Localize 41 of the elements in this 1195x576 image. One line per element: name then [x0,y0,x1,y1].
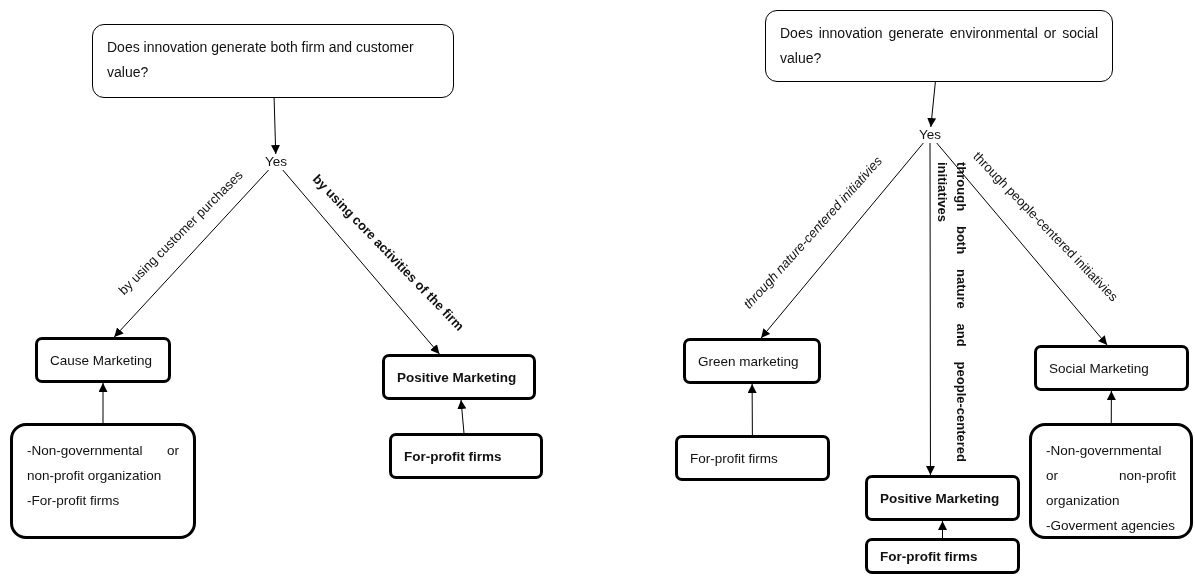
node-text: Positive Marketing [397,369,517,385]
node-text: -For-profit firms [27,492,121,510]
arrow [113,169,270,338]
answer-label: Yes [918,127,942,143]
category-box [35,337,171,383]
node-text: For-profit firms [690,450,778,466]
category-box [683,338,821,384]
node-text: Positive Marketing [880,490,1000,506]
node-text: Does innovation generate both firm and customer value? [107,39,414,80]
actor-box [10,423,196,539]
actor-box [1029,423,1193,539]
arrow [925,142,935,476]
edge-label: through both nature and people-centered initiatives [934,162,970,462]
category-box [382,354,536,400]
node-text: -Non-governmental or non-profit organization [27,442,179,485]
question-box [92,24,454,98]
arrow [282,169,440,355]
arrow [760,142,924,339]
category-box [1034,345,1189,391]
arrow [271,97,280,155]
arrow [936,142,1108,346]
arrow [927,81,937,128]
node-text: -Goverment agencies [1046,517,1176,535]
node-text: For-profit firms [404,448,502,464]
node-text: For-profit firms [880,548,978,564]
node-text: Does innovation generate environmental or social value? [780,24,1098,68]
node-text: Cause Marketing [50,352,153,368]
question-box [765,10,1113,82]
category-box [675,435,830,481]
arrow [457,399,467,434]
node-text: Social Marketing [1049,360,1149,376]
node-text: -Non-governmental or non-profit organization [1046,442,1176,510]
category-box [389,433,543,479]
arrow [1106,390,1116,424]
answer-label: Yes [264,154,288,170]
arrow [938,520,947,539]
arrow [747,383,757,436]
node-text: Green marketing [698,353,799,369]
category-box [865,538,1020,574]
category-box [865,475,1020,521]
arrow [98,382,108,424]
